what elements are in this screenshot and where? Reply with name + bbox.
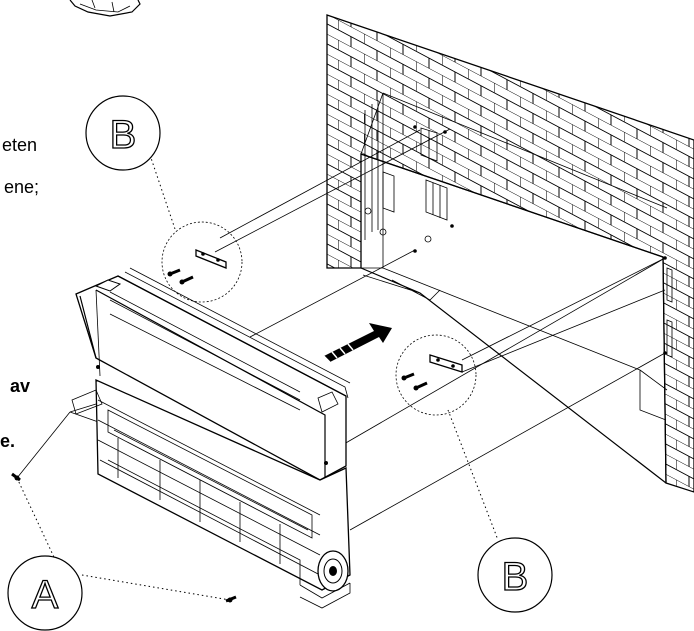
- text-fragment-e: e.: [0, 431, 16, 451]
- detail-circle-b-top: [161, 221, 243, 303]
- wall-opening: [326, 14, 694, 493]
- insert-direction-arrow: [323, 323, 392, 363]
- callout-b-bottom: B: [477, 537, 553, 613]
- detail-circle-b-bottom: [395, 334, 477, 416]
- screw-a-left: [11, 472, 21, 482]
- text-fragment-av: av: [10, 376, 31, 396]
- screw-a-bottom: [225, 595, 237, 603]
- text-fragment-ene: ene;: [4, 177, 40, 197]
- callout-a: A: [7, 555, 83, 631]
- text-fragment-eten: eten: [2, 135, 38, 155]
- fan-coil-unit: [69, 267, 351, 609]
- callout-a-label: A: [32, 573, 59, 617]
- callout-b-bottom-label: B: [502, 555, 529, 599]
- callout-b-top-label: B: [110, 113, 137, 157]
- leader-lines: [16, 154, 499, 601]
- callout-b-top: B: [85, 95, 161, 171]
- cropped-part-detail: [69, 0, 141, 17]
